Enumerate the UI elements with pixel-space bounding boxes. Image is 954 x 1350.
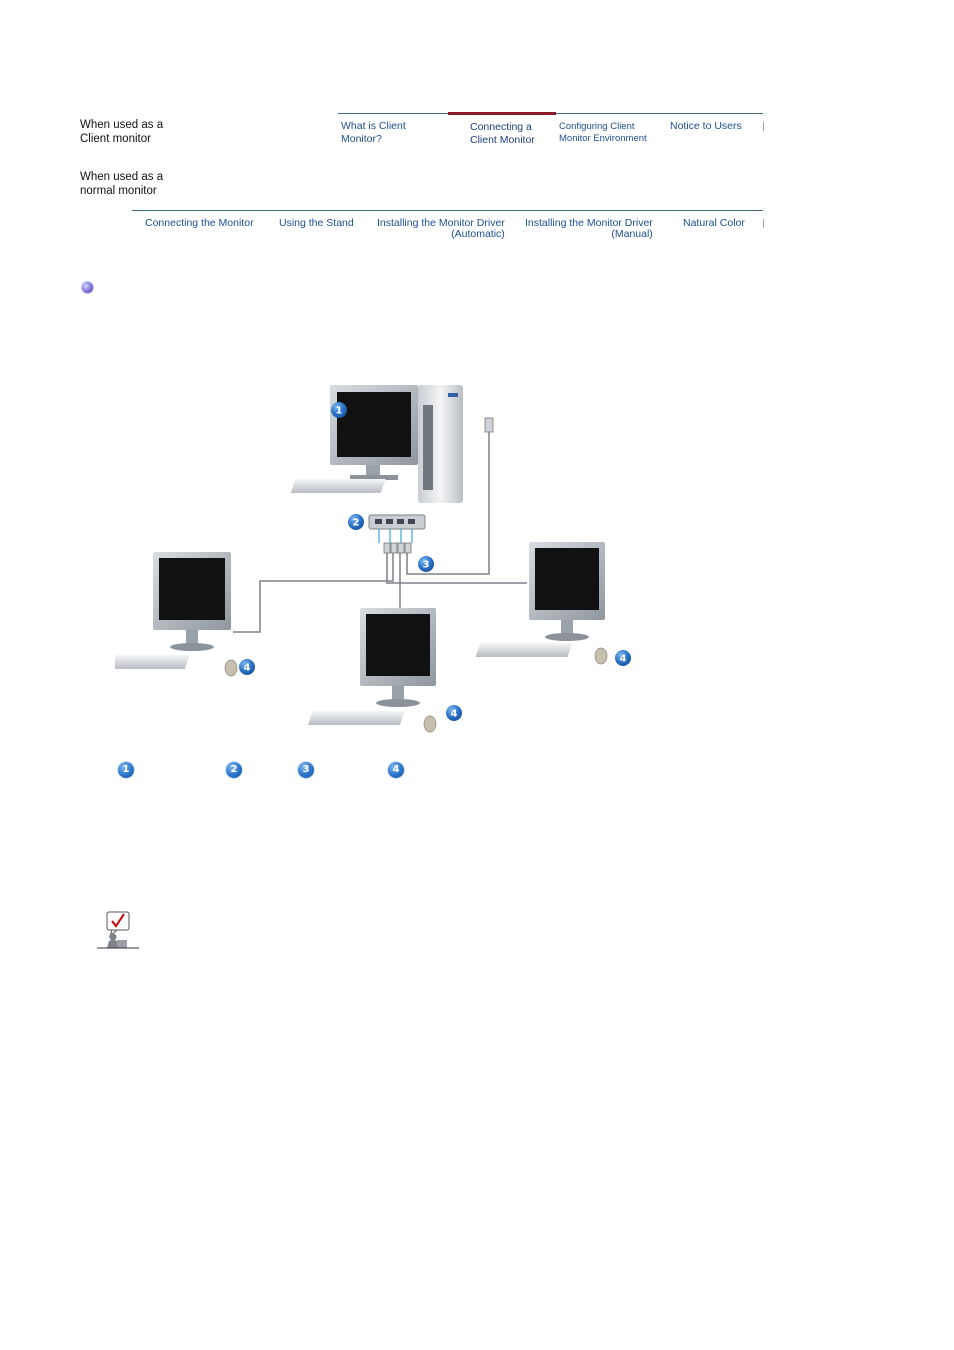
subnav-label-line2: (Manual): [611, 228, 653, 240]
subnav-label: Natural Color: [683, 217, 745, 229]
tab-connecting-client-monitor[interactable]: Connecting a Client Monitor: [470, 121, 535, 146]
diagram-badge-4-center: 4: [446, 705, 462, 721]
client-monitor-left: [115, 552, 238, 677]
network-diagram: 1 2 3 4 4 4: [115, 385, 631, 733]
diagram-badge-4-left: 4: [239, 659, 255, 675]
client-monitor-right: [475, 542, 608, 665]
subnav-top-line: [132, 210, 763, 211]
subnav-connecting-the-monitor[interactable]: Connecting the Monitor: [145, 218, 254, 229]
client-monitor-center: [307, 608, 437, 733]
server-pc: [290, 385, 463, 503]
diagram-badge-label: 4: [244, 663, 251, 674]
subnav-label: Connecting the Monitor: [145, 217, 254, 229]
client-monitor-heading[interactable]: When used as a Client monitor: [80, 119, 164, 145]
network-cables: [233, 428, 527, 633]
subnav-using-the-stand[interactable]: Using the Stand: [279, 218, 354, 229]
topnav-active-indicator: [448, 112, 556, 115]
tab-what-is-client-monitor[interactable]: What is Client Monitor?: [341, 120, 406, 145]
subnav-end-separator: [763, 219, 764, 228]
diagram-badge-4-right: 4: [615, 650, 631, 666]
diagram-badge-1: 1: [331, 402, 347, 418]
tab-configuring-environment[interactable]: Configuring Client Monitor Environment: [559, 121, 647, 144]
network-connectors: [383, 542, 412, 554]
normal-monitor-heading[interactable]: When used as a normal monitor: [80, 171, 164, 197]
subnav-label: Using the Stand: [279, 217, 354, 229]
legend-badge-2: 2: [226, 762, 242, 778]
subnav-label: Installing the Monitor Driver: [525, 217, 653, 229]
diagram-badge-3: 3: [418, 556, 434, 572]
section-bullet-icon: [82, 282, 93, 293]
subnav-driver-automatic[interactable]: Installing the Monitor Driver (Automatic…: [377, 218, 505, 240]
subnav-label: Installing the Monitor Driver: [377, 217, 505, 229]
legend-badge-3: 3: [298, 762, 314, 778]
legend-badge-4: 4: [388, 762, 404, 778]
note-icon: [97, 911, 139, 949]
diagram-badge-2: 2: [348, 514, 364, 530]
subnav-driver-manual[interactable]: Installing the Monitor Driver (Manual): [525, 218, 653, 240]
subnav-natural-color[interactable]: Natural Color: [683, 218, 745, 229]
tab-notice-to-users[interactable]: Notice to Users: [670, 120, 742, 132]
diagram-badge-label: 1: [336, 406, 343, 417]
network-hub: [368, 514, 426, 543]
diagram-badge-label: 3: [423, 560, 430, 571]
legend-badge-1: 1: [118, 762, 134, 778]
diagram-badge-label: 4: [451, 709, 458, 720]
topnav-end-separator: [763, 122, 764, 131]
diagram-badge-label: 4: [620, 654, 627, 665]
network-plug: [484, 417, 494, 433]
diagram-badge-label: 2: [353, 518, 360, 529]
subnav-label-line2: (Automatic): [451, 228, 505, 240]
